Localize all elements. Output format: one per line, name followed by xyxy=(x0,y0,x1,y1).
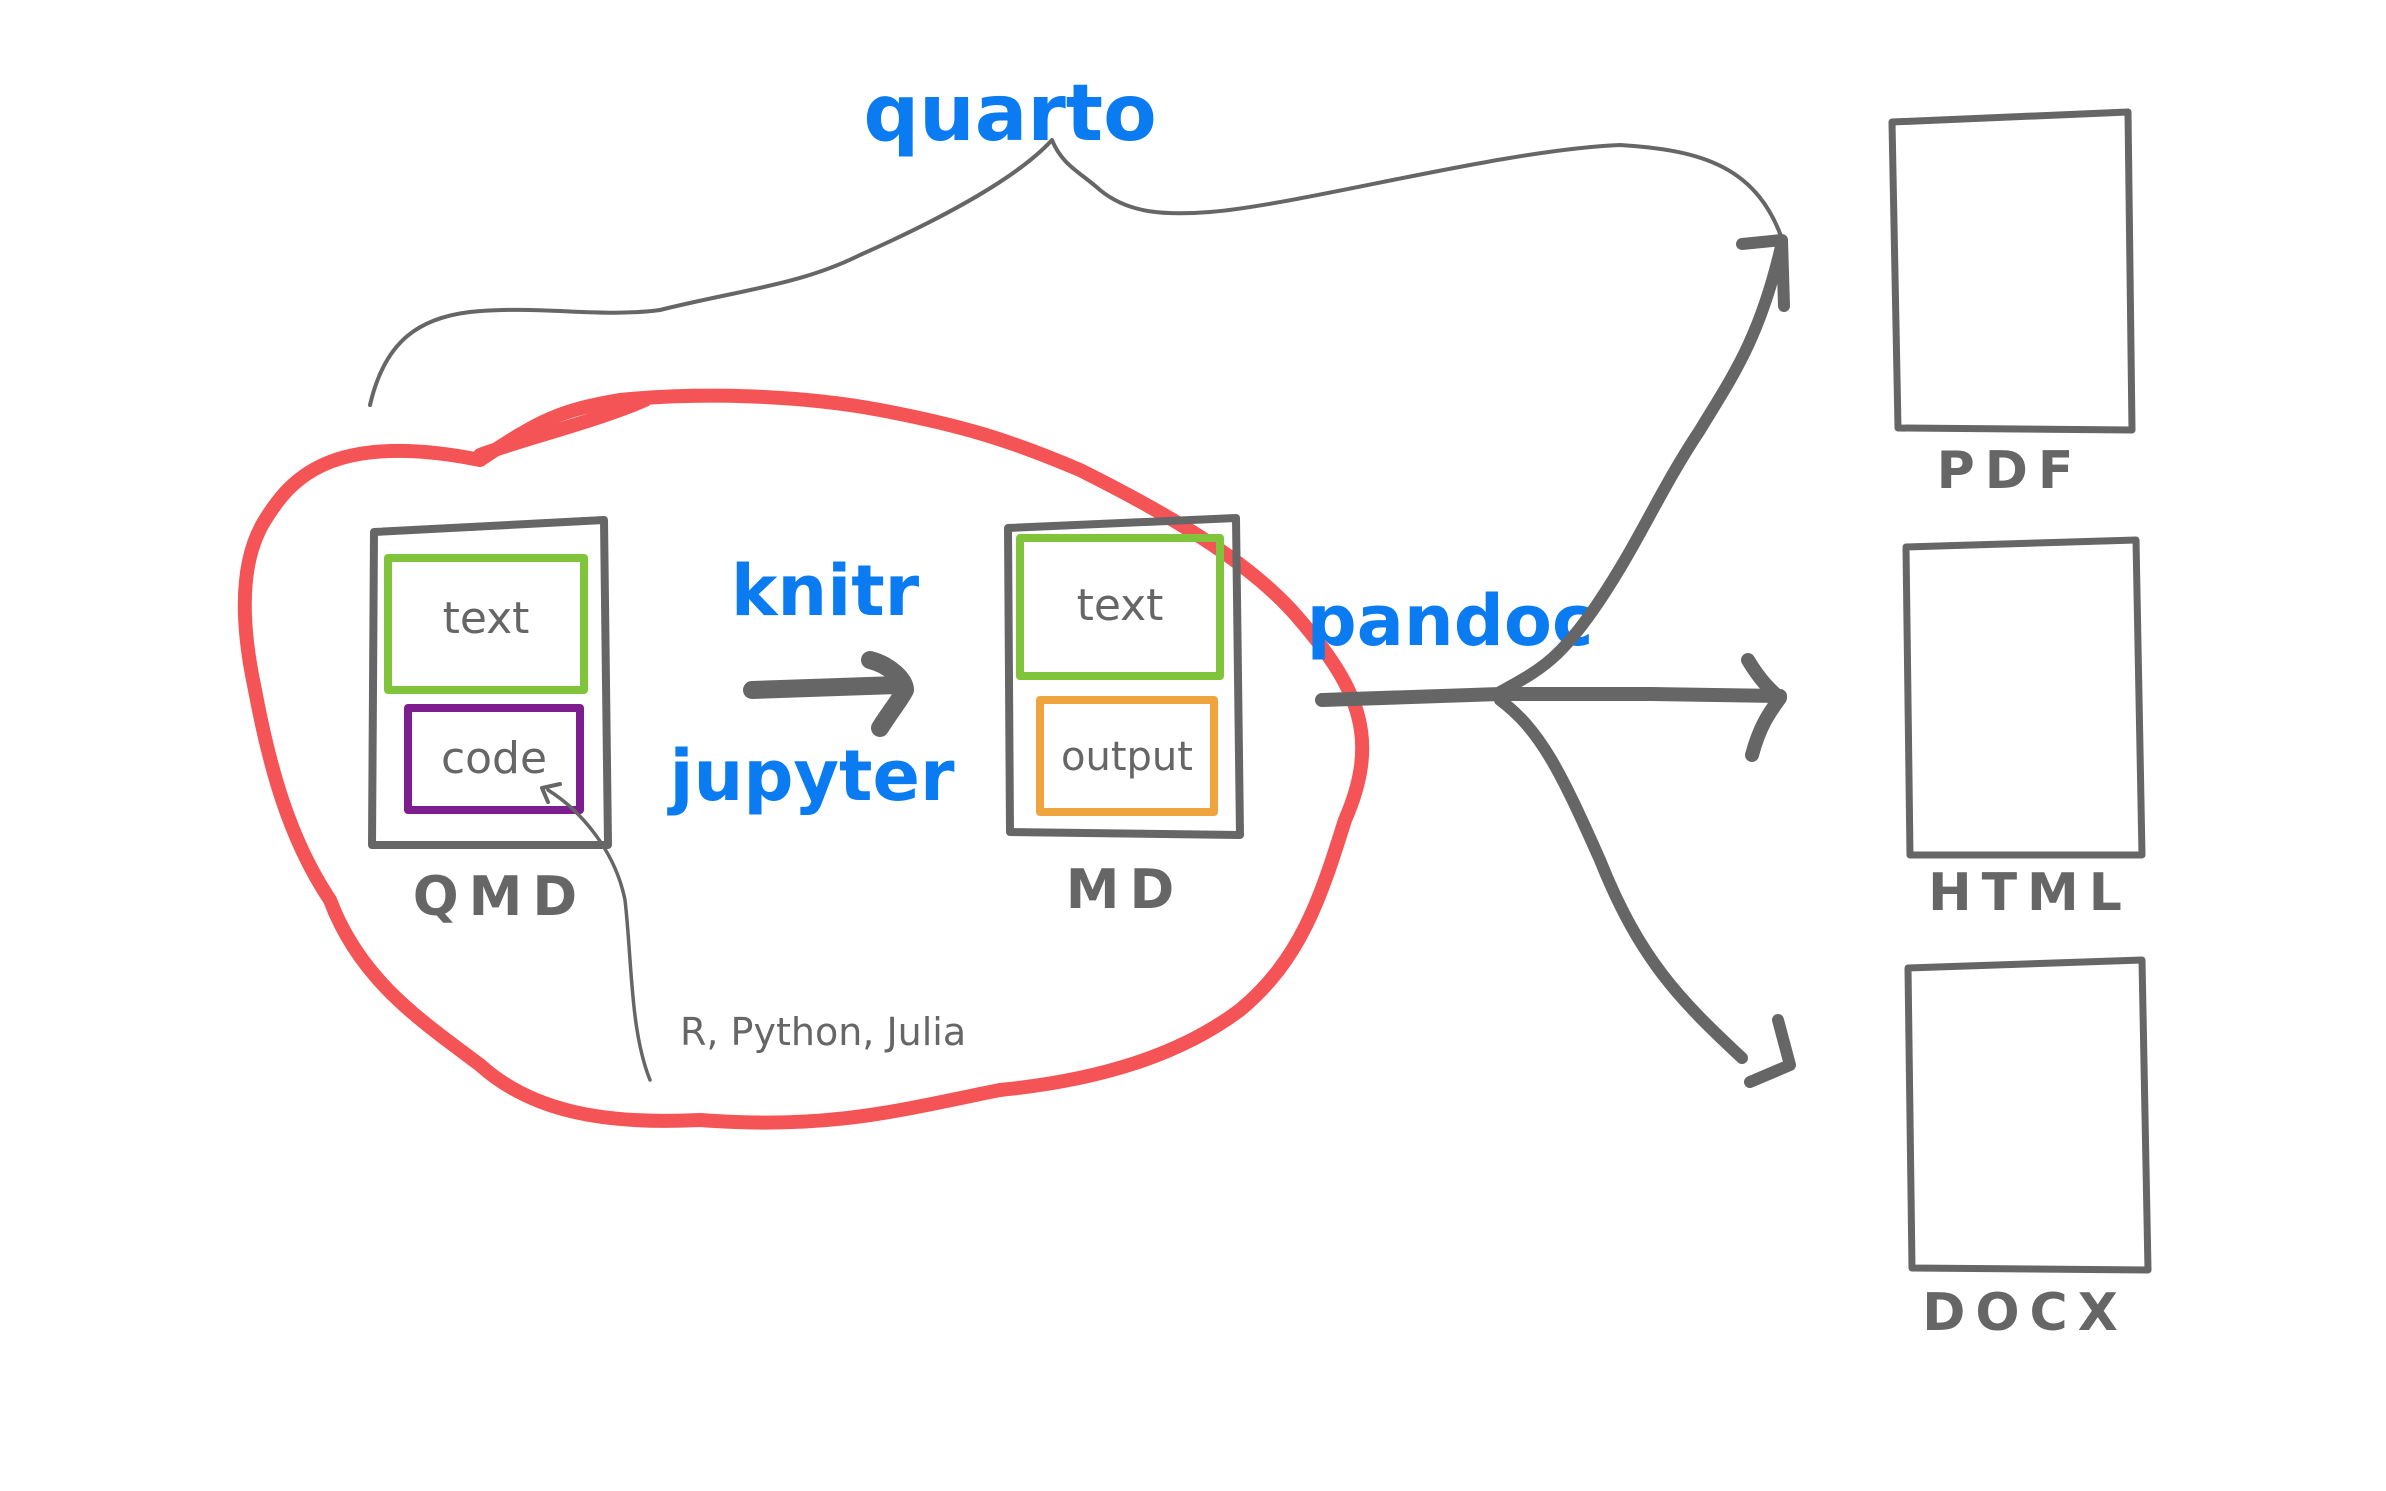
code-languages-annotation: R, Python, Julia xyxy=(680,1010,966,1054)
render-arrow xyxy=(743,676,907,699)
pandoc-arrow-docx-head xyxy=(1744,1014,1796,1088)
md-output-block xyxy=(1036,696,1218,816)
md-text-block xyxy=(1016,534,1224,680)
md-output-block-label: output xyxy=(1061,734,1193,780)
output-docx-frame xyxy=(1904,956,2152,1274)
pandoc-arrow-main-head xyxy=(1741,653,1787,762)
code-language-pointer-arrowhead xyxy=(540,782,562,804)
pandoc-arrow-pdf-head xyxy=(1736,234,1790,312)
output-html: HTML xyxy=(1902,536,2146,923)
qmd-code-block xyxy=(404,704,584,814)
output-pdf-label: PDF xyxy=(1937,441,2084,501)
output-docx-label: DOCX xyxy=(1922,1283,2128,1343)
output-pdf: PDF xyxy=(1888,108,2136,501)
pandoc-arrow-pdf xyxy=(1494,236,1788,698)
qmd-label: QMD xyxy=(413,865,587,928)
pandoc-arrow-docx xyxy=(1494,694,1748,1064)
engine-jupyter-label: jupyter xyxy=(666,735,955,817)
output-docx: DOCX xyxy=(1904,956,2152,1343)
md-document: text output MD xyxy=(1004,514,1244,921)
quarto-label: quarto xyxy=(863,69,1156,159)
render-stage-outline xyxy=(237,388,1370,1130)
render-arrow-head xyxy=(861,651,914,737)
qmd-document-frame xyxy=(368,516,612,849)
code-language-pointer xyxy=(546,788,652,1082)
md-document-frame xyxy=(1004,514,1244,839)
converter-pandoc-label: pandoc xyxy=(1307,580,1594,662)
qmd-text-block-label: text xyxy=(443,593,530,644)
engine-knitr-label: knitr xyxy=(731,550,920,632)
md-text-block-label: text xyxy=(1077,580,1164,631)
output-pdf-frame xyxy=(1888,108,2136,434)
output-html-label: HTML xyxy=(1928,863,2132,923)
qmd-document: text code QMD xyxy=(368,516,612,928)
md-label: MD xyxy=(1066,858,1185,921)
qmd-text-block xyxy=(384,554,588,694)
output-html-frame xyxy=(1902,536,2146,859)
quarto-brace xyxy=(368,138,1787,407)
pandoc-arrow-main xyxy=(1315,687,1787,707)
qmd-code-block-label: code xyxy=(441,733,547,784)
render-stage-outline-tail xyxy=(473,393,652,462)
